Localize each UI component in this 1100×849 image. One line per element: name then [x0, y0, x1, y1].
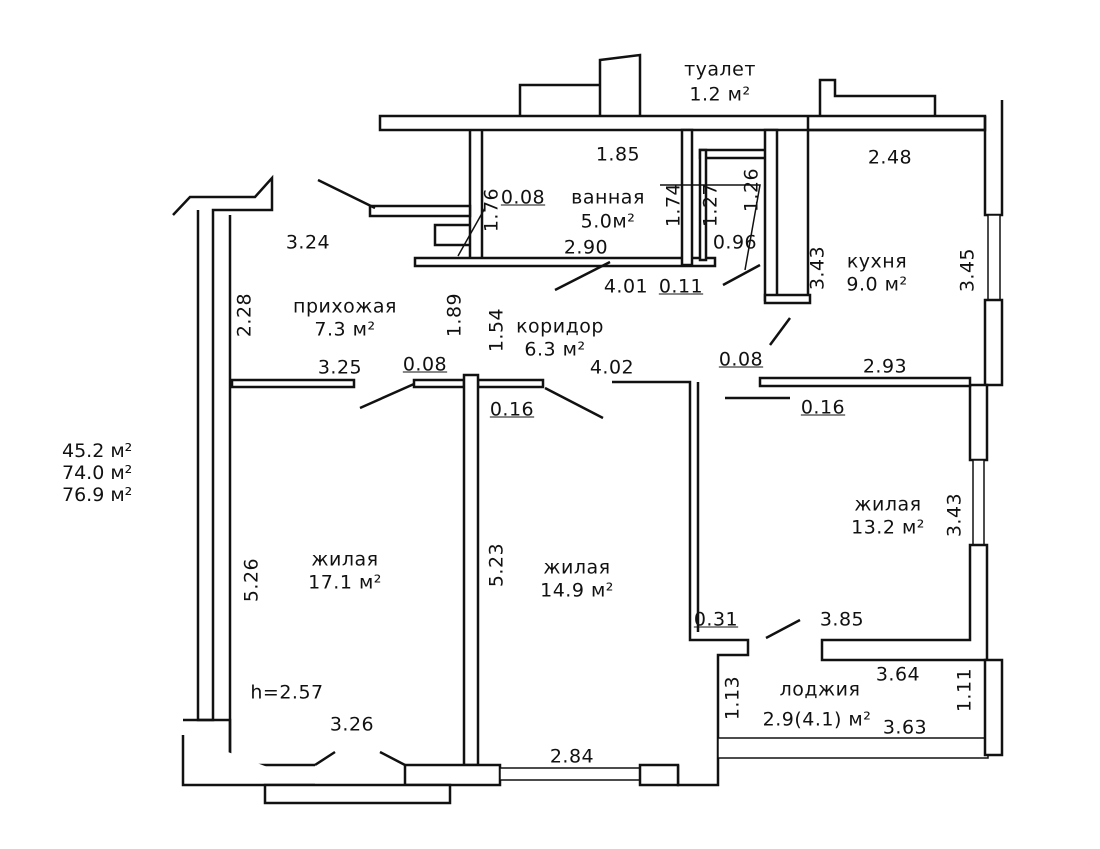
hallway-name: прихожая [293, 295, 397, 318]
dim-label: 3.26 [329, 713, 375, 736]
total-area: 74.0 м² [62, 462, 133, 484]
dim-label: 2.90 [563, 236, 609, 259]
dim-label: 1.76 [480, 187, 503, 233]
total-area-with-loggia: 76.9 м² [62, 484, 133, 506]
dim-label: 4.02 [589, 356, 635, 379]
dim-label: 3.43 [806, 245, 829, 291]
dim-label: 3.25 [317, 356, 363, 379]
loggia-area: 2.9(4.1) м² [762, 708, 872, 731]
dim-label: 0.31 [693, 608, 739, 631]
bathroom-name: ванная [571, 186, 645, 209]
dim-label: 3.24 [285, 231, 331, 254]
dim-label: 2.84 [549, 745, 595, 768]
living-left-area: 17.1 м² [308, 571, 382, 594]
toilet-area: 1.2 м² [689, 83, 751, 106]
dim-label: 1.54 [485, 307, 508, 353]
hallway-area: 7.3 м² [314, 318, 376, 341]
dim-label: 1.85 [595, 143, 641, 166]
dim-label: 1.74 [662, 182, 685, 228]
dim-label: 3.43 [943, 492, 966, 538]
living-right-area: 13.2 м² [851, 516, 925, 539]
toilet-name: туалет [684, 58, 756, 81]
dim-label: 1.11 [953, 667, 976, 713]
dim-label: 5.26 [240, 557, 263, 603]
dim-label: 0.16 [800, 396, 846, 419]
living-middle-name: жилая [543, 556, 611, 579]
living-left-name: жилая [311, 548, 379, 571]
living-right-name: жилая [854, 493, 922, 516]
bathroom-area: 5.0м² [580, 210, 636, 233]
dim-label: 0.16 [489, 398, 535, 421]
dim-label: 0.08 [402, 353, 448, 376]
dim-label: 0.96 [712, 231, 758, 254]
kitchen-name: кухня [846, 250, 908, 273]
dim-label: 1.89 [443, 292, 466, 338]
dim-label: 2.48 [867, 146, 913, 169]
dim-label: 1.27 [699, 182, 722, 228]
total-areas: 45.2 м² 74.0 м² 76.9 м² [62, 440, 132, 506]
dim-label: 0.08 [718, 348, 764, 371]
dim-label: 4.01 [603, 275, 649, 298]
dim-label: 1.26 [740, 167, 763, 213]
loggia-name: лоджия [779, 678, 861, 701]
living-area-total: 45.2 м² [62, 440, 133, 462]
dim-label: 3.64 [875, 663, 921, 686]
dim-label: 3.63 [882, 716, 928, 739]
living-middle-area: 14.9 м² [540, 579, 614, 602]
kitchen-area: 9.0 м² [846, 273, 908, 296]
dim-label: 1.13 [721, 675, 744, 721]
dim-label: 2.93 [862, 355, 908, 378]
ceiling-height: h=2.57 [250, 681, 324, 704]
dim-label: 0.08 [500, 186, 546, 209]
dim-label: 0.11 [658, 275, 704, 298]
corridor-name: коридор [516, 315, 604, 338]
dim-label: 3.85 [819, 608, 865, 631]
corridor-area: 6.3 м² [524, 338, 586, 361]
dim-label: 5.23 [485, 542, 508, 588]
dim-label: 2.28 [233, 292, 256, 338]
dim-label: 3.45 [956, 247, 979, 293]
